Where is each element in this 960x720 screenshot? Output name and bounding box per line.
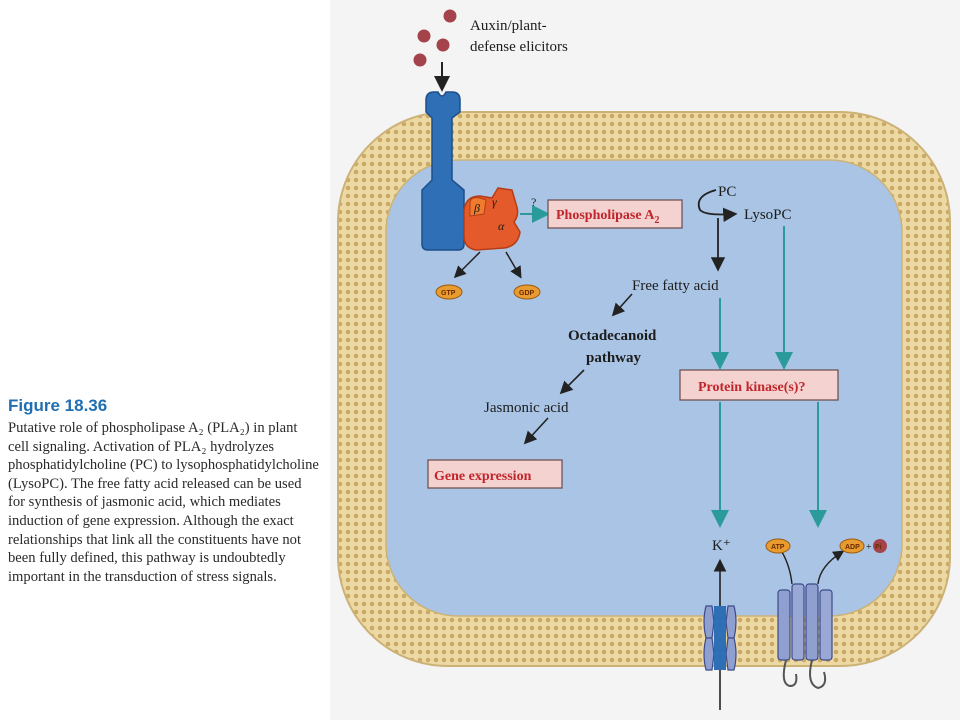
- atp-badge: [765, 538, 791, 554]
- figure-title: Figure 18.36: [8, 396, 108, 415]
- jasmonic-to-gene-arrow: [523, 417, 549, 445]
- octadecanoid-line2: pathway: [586, 350, 642, 366]
- pi-label: Pi: [875, 544, 882, 551]
- g-protein: [463, 187, 521, 251]
- figure-caption: Figure 18.36 Putative role of phospholip…: [8, 396, 320, 586]
- receptor: [421, 91, 465, 251]
- pc-label: PC: [718, 184, 736, 200]
- gdp-label: GDP: [519, 290, 535, 297]
- octadecanoid-line1: Octadecanoid: [568, 328, 657, 344]
- jasmonic-acid-label: Jasmonic acid: [484, 400, 569, 416]
- elicitor-molecules: [413, 9, 457, 67]
- gtp-label: GTP: [441, 290, 456, 297]
- pla2-label: Phospholipase A2: [556, 208, 659, 226]
- protein-kinase-label: Protein kinase(s)?: [698, 380, 805, 395]
- gene-expression-box: [427, 459, 563, 489]
- gdp-arrow: [505, 251, 522, 279]
- protein-kinase-box: [679, 369, 839, 401]
- g-alpha-label: α: [498, 219, 505, 233]
- gdp-badge: [513, 284, 541, 300]
- adp-label: ADP: [845, 544, 860, 551]
- pc-to-lysopc-arrow: [697, 189, 738, 222]
- free-fatty-acid-label: Free fatty acid: [632, 278, 719, 294]
- octadecanoid-to-jasmonic-arrow: [559, 369, 585, 395]
- gtp-arrow: [453, 251, 481, 279]
- gene-expression-label: Gene expression: [434, 469, 532, 484]
- g-gamma-label: γ: [492, 195, 497, 209]
- atpase-pump: [777, 550, 845, 690]
- ffa-to-octadecanoid-arrow: [611, 293, 633, 317]
- elicitor-label-line2: defense elicitors: [470, 39, 568, 55]
- pla2-box: [547, 199, 683, 229]
- adp-badge: [839, 538, 865, 554]
- lysopc-label: LysoPC: [744, 207, 792, 223]
- pi-badge: [873, 539, 887, 553]
- k-channel: [703, 605, 737, 671]
- figure-caption-text: Putative role of phospholipase A₂ (PLA₂)…: [8, 420, 319, 585]
- question-mark: ?: [531, 195, 536, 209]
- atp-label: ATP: [771, 544, 785, 551]
- gtp-badge: [435, 284, 463, 300]
- g-beta-label: β: [473, 201, 480, 215]
- elicitor-label-line1: Auxin/plant-: [470, 18, 547, 34]
- plus-sign: +: [866, 542, 872, 553]
- k-ion-label: K⁺: [712, 538, 731, 554]
